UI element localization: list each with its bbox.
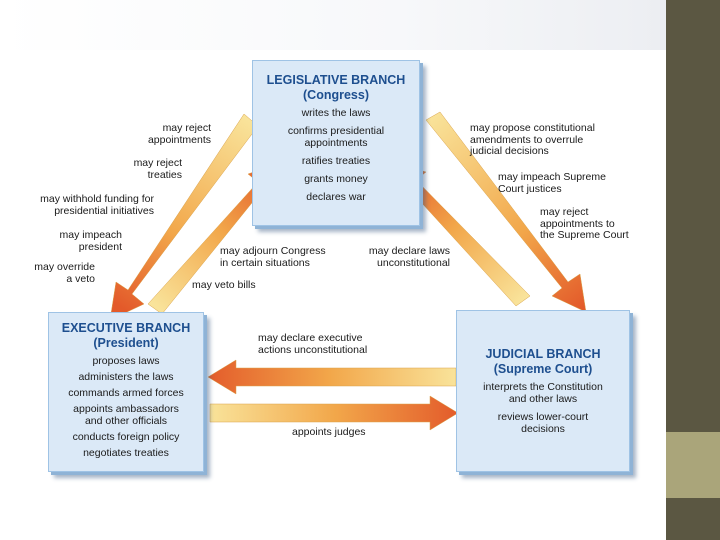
- branch-power-item: proposes laws: [92, 355, 160, 367]
- judicial-branch-box: JUDICIAL BRANCH (Supreme Court) interpre…: [456, 310, 630, 472]
- branch-power-item: negotiates treaties: [83, 447, 169, 459]
- executive-title: EXECUTIVE BRANCH: [61, 321, 191, 335]
- branch-power-item: ratifies treaties: [301, 155, 371, 167]
- label-appoints-judges: appoints judges: [292, 426, 366, 438]
- executive-subtitle: (President): [93, 336, 159, 350]
- slide-side-accent: [666, 432, 720, 498]
- branch-power-item: commands armed forces: [68, 387, 184, 399]
- branch-power-item: declares war: [306, 191, 366, 203]
- slide-top-band: [0, 0, 666, 50]
- legislative-title: LEGISLATIVE BRANCH: [266, 73, 406, 87]
- arrow-legislative-to-judicial: [425, 111, 587, 313]
- judicial-subtitle: (Supreme Court): [493, 362, 593, 376]
- branch-power-item: writes the laws: [301, 107, 371, 119]
- legislative-subtitle: (Congress): [303, 88, 369, 102]
- judicial-title: JUDICIAL BRANCH: [485, 347, 601, 361]
- arrows-layer: [109, 111, 587, 431]
- arrow-judicial-to-executive: [207, 359, 457, 395]
- diagram-panel: LEGISLATIVE BRANCH (Congress) writes the…: [0, 50, 666, 472]
- legislative-branch-box: LEGISLATIVE BRANCH (Congress) writes the…: [252, 60, 420, 226]
- branch-power-item: administers the laws: [78, 371, 174, 383]
- label-veto-bills: may veto bills: [192, 279, 256, 291]
- executive-branch-box: EXECUTIVE BRANCH (President) proposes la…: [48, 312, 204, 472]
- branch-power-item: grants money: [304, 173, 368, 185]
- executive-powers: proposes laws administers the laws command…: [49, 355, 203, 459]
- arrow-executive-to-judicial: [209, 395, 459, 431]
- branch-power-item: conducts foreign policy: [72, 431, 180, 443]
